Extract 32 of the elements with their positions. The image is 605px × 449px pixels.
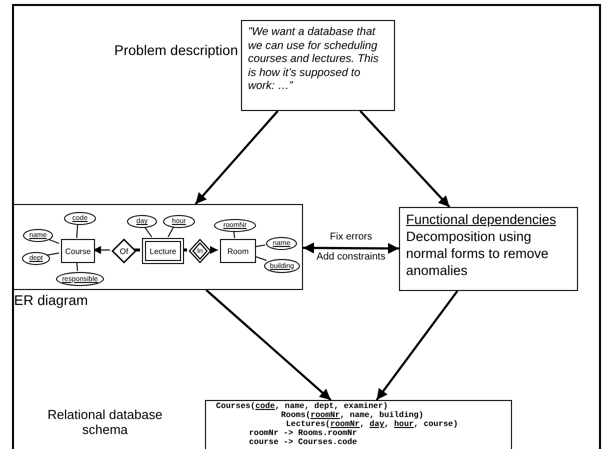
connector-line: [76, 262, 78, 272]
entity-box: Course: [61, 239, 95, 263]
schema-line: course -> Courses.code: [248, 438, 358, 448]
weak-entity-box: Lecture: [142, 238, 184, 264]
annotation-text: Add constraints: [314, 252, 388, 262]
connector-line: [46, 238, 60, 244]
connector-line: [144, 226, 152, 238]
relationship-label: Of: [120, 246, 128, 256]
arrow: [376, 290, 458, 401]
schema-line: roomNr -> Rooms.roomNr: [248, 430, 358, 438]
arrow: [303, 242, 399, 254]
node-caption: Relational database schema: [46, 408, 164, 438]
connector-line: [46, 252, 60, 256]
arrow: [359, 110, 450, 208]
schema-box: [205, 400, 512, 449]
edge-label: Fix errors: [328, 232, 374, 243]
description-text: Decomposition using normal forms to remove anomalies: [406, 228, 550, 279]
connector-line: [168, 226, 174, 238]
node-caption: ER diagram: [14, 292, 89, 308]
connector-line: [76, 224, 78, 238]
entity-box: Room: [220, 239, 256, 263]
method-box: [399, 207, 578, 291]
heading-text: Functional dependencies: [406, 211, 558, 228]
schema-line: Lectures(roomNr, day, hour, course): [285, 420, 460, 430]
node-caption: Problem description: [113, 42, 238, 58]
arrow: [208, 246, 218, 254]
er-diagram-box: [12, 204, 303, 290]
arrow: [194, 110, 279, 205]
schema-line: Courses(code, name, dept, examiner): [215, 403, 389, 411]
arrow: [205, 289, 332, 401]
schema-line: Rooms(roomNr, name, building): [280, 412, 424, 420]
description-box: ”We want a database that we can use for scheduling courses and lectures. This is how it’s supposed to work: …”: [241, 20, 395, 111]
